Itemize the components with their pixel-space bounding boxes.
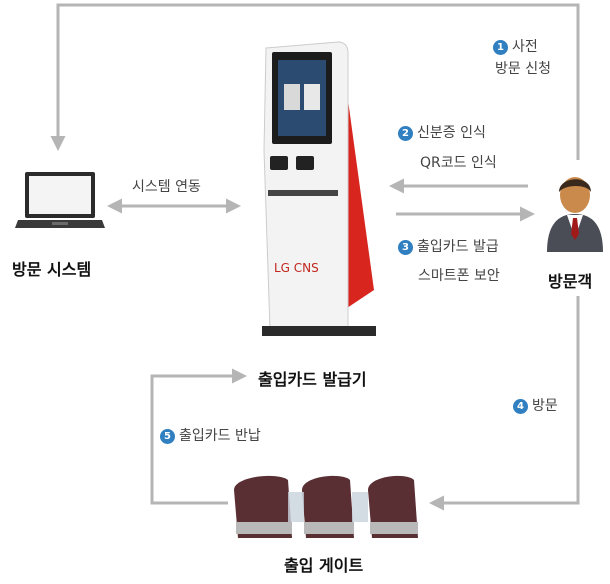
kiosk-icon: LG CNS [262,41,376,336]
kiosk-label: 출입카드 발급기 [258,370,367,389]
laptop-icon [15,172,105,228]
arrow-visit [429,296,580,511]
step3-line2: 스마트폰 보안 [418,268,500,284]
step3-badge: 3 [398,240,413,255]
step1-line2: 방문 신청 [495,61,551,77]
arrow-pre-registration [50,3,580,160]
visit-system-label: 방문 시스템 [12,260,92,279]
step5-badge: 5 [160,429,175,444]
step4-badge: 4 [513,399,528,414]
step2-badge: 2 [398,126,413,141]
visitor-label: 방문객 [548,272,593,291]
system-link-label: 시스템 연동 [132,179,201,195]
step2-line2: QR코드 인식 [420,155,497,171]
step1-badge: 1 [493,40,508,55]
gate-label: 출입 게이트 [284,556,364,575]
kiosk-brand: LG CNS [274,261,319,275]
arrow-card-return [150,368,247,505]
visitor-icon [547,177,603,252]
gate-icon [234,475,418,538]
